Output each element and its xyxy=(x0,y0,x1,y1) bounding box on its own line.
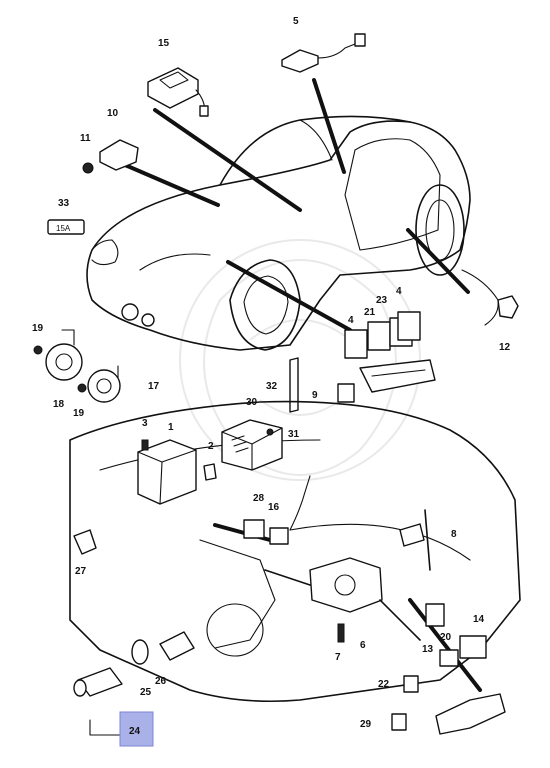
label-part-23[interactable]: 23 xyxy=(376,295,388,306)
label-part-4-top[interactable]: 4 xyxy=(396,286,402,297)
label-part-7[interactable]: 7 xyxy=(335,652,341,663)
label-part-27[interactable]: 27 xyxy=(75,566,87,577)
label-part-19-top[interactable]: 19 xyxy=(32,323,44,334)
label-part-12[interactable]: 12 xyxy=(499,342,511,353)
part-25-ring[interactable] xyxy=(131,639,149,665)
part-17-horn[interactable] xyxy=(87,365,121,403)
label-part-22[interactable]: 22 xyxy=(378,679,390,690)
part-8-connector[interactable] xyxy=(399,509,431,571)
part-20-connector[interactable] xyxy=(439,649,459,667)
part-7-bolt[interactable] xyxy=(337,623,345,643)
car-body xyxy=(86,115,471,351)
dashboard xyxy=(69,400,521,703)
part-13-switch[interactable] xyxy=(425,603,445,627)
label-part-3[interactable]: 3 xyxy=(142,418,148,429)
part-30-unit[interactable] xyxy=(221,419,283,471)
label-part-17[interactable]: 17 xyxy=(148,381,160,392)
leader-lines xyxy=(123,78,482,692)
label-part-18[interactable]: 18 xyxy=(53,399,65,410)
front-lamps xyxy=(121,303,155,327)
part-32-bracket[interactable] xyxy=(289,357,299,413)
part-19-bolt[interactable] xyxy=(33,345,87,393)
label-part-6[interactable]: 6 xyxy=(360,640,366,651)
label-part-19-bottom[interactable]: 19 xyxy=(73,408,85,419)
label-part-32[interactable]: 32 xyxy=(266,381,278,392)
label-part-33[interactable]: 33 xyxy=(58,198,70,209)
label-part-15[interactable]: 15 xyxy=(158,38,170,49)
fuse-rating-text: 15A xyxy=(56,224,71,233)
label-part-16[interactable]: 16 xyxy=(268,502,280,513)
part-1-controller[interactable] xyxy=(137,439,197,505)
part-6-combination-switch[interactable] xyxy=(264,557,421,641)
label-part-29[interactable]: 29 xyxy=(360,719,372,730)
part-14-switch[interactable] xyxy=(459,635,487,659)
highlight-box-24 xyxy=(119,711,154,747)
part-10-relay[interactable] xyxy=(99,139,139,171)
label-part-26[interactable]: 26 xyxy=(155,676,167,687)
label-part-31[interactable]: 31 xyxy=(288,429,300,440)
label-part-14[interactable]: 14 xyxy=(473,614,485,625)
label-part-5[interactable]: 5 xyxy=(293,16,299,27)
part-12-plug[interactable] xyxy=(461,269,519,326)
part-9-relay[interactable] xyxy=(337,383,355,403)
label-part-11[interactable]: 11 xyxy=(80,133,91,144)
label-part-10[interactable]: 10 xyxy=(107,108,119,119)
part-33-fuse[interactable]: 15A xyxy=(47,219,85,235)
part-31-screw[interactable] xyxy=(266,428,274,436)
part-27-clip[interactable] xyxy=(73,529,97,555)
part-2-clip[interactable] xyxy=(203,463,217,481)
part-3-screw[interactable] xyxy=(141,439,149,451)
label-part-1[interactable]: 1 xyxy=(168,422,174,433)
label-part-4-left[interactable]: 4 xyxy=(348,315,354,326)
label-part-13[interactable]: 13 xyxy=(422,644,434,655)
part-18-horn[interactable] xyxy=(45,329,83,381)
label-part-20[interactable]: 20 xyxy=(440,632,452,643)
part-11-bolt[interactable] xyxy=(82,162,94,174)
part-24-lighter-assembly[interactable] xyxy=(73,667,151,736)
label-part-21[interactable]: 21 xyxy=(364,307,376,318)
label-part-2[interactable]: 2 xyxy=(208,441,214,452)
label-part-24[interactable]: 24 xyxy=(129,726,141,737)
label-part-28[interactable]: 28 xyxy=(253,493,265,504)
label-part-9[interactable]: 9 xyxy=(312,390,318,401)
label-part-25[interactable]: 25 xyxy=(140,687,152,698)
part-15-switch[interactable] xyxy=(147,67,209,117)
harness-wire xyxy=(289,475,311,531)
part-labels: 15 5 10 11 33 4 23 21 4 12 19 17 18 19 3… xyxy=(32,16,511,737)
bottom-bracket xyxy=(435,693,506,735)
part-26-socket[interactable] xyxy=(159,631,195,661)
part-29-bulb[interactable] xyxy=(391,713,407,731)
label-part-30[interactable]: 30 xyxy=(246,397,258,408)
part-28-connector[interactable] xyxy=(243,519,265,539)
relay-block[interactable] xyxy=(344,311,436,393)
part-16-connector[interactable] xyxy=(269,527,289,545)
watermark-emblem xyxy=(179,239,421,481)
part-22-bulb[interactable] xyxy=(403,675,419,693)
label-part-8[interactable]: 8 xyxy=(451,529,457,540)
part-5-harness[interactable] xyxy=(281,33,366,73)
